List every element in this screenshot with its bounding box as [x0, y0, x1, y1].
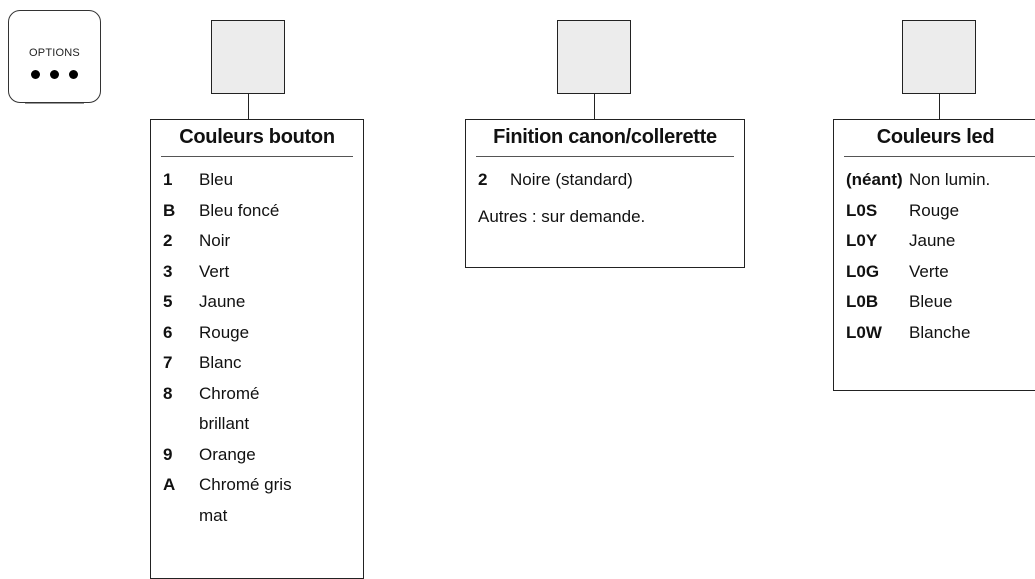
button-colors-title-rule — [161, 156, 353, 157]
item-label: Chromé gris — [199, 475, 292, 494]
item-code: 5 — [163, 292, 173, 311]
finish-title: Finition canon/collerette — [493, 126, 717, 148]
led-code-box — [902, 20, 976, 94]
item-label: Blanche — [909, 322, 971, 342]
item-code: L0S — [846, 200, 878, 220]
item-code: 2 — [163, 231, 173, 250]
item-label: Chromé — [199, 383, 260, 403]
list-item: B Bleu foncé — [151, 196, 363, 227]
item-label: Bleu foncé — [199, 200, 280, 220]
list-item: L0G Verte — [834, 257, 1035, 288]
list-item: 9 Orange — [151, 440, 363, 471]
list-item: L0B Bleue — [834, 287, 1035, 318]
list-item: 6 Rouge — [151, 318, 363, 349]
led-colors-title: Couleurs led — [876, 126, 995, 148]
item-code: 1 — [163, 170, 173, 189]
finish-note: Autres : sur demande. — [478, 206, 646, 226]
options-badge: OPTIONS — [8, 10, 101, 104]
item-code: L0Y — [846, 231, 878, 250]
item-label: Noire (standard) — [510, 170, 633, 189]
item-label: Noir — [199, 231, 231, 250]
list-item: (néant) Non lumin. — [834, 165, 1035, 196]
item-code: L0B — [846, 292, 879, 311]
button-colors-title: Couleurs bouton — [179, 126, 335, 148]
finish-panel: Finition canon/collerette 2 Noire (standa… — [465, 119, 745, 268]
item-code: 2 — [478, 170, 488, 189]
button-color-connector — [248, 94, 249, 119]
options-underline — [25, 103, 84, 104]
item-code: L0W — [846, 322, 882, 342]
list-item: A Chromé gris mat — [151, 470, 363, 531]
list-item: 3 Vert — [151, 257, 363, 288]
finish-connector — [594, 94, 595, 119]
item-label: Bleu — [199, 170, 234, 189]
list-item: 8 Chromé brillant — [151, 379, 363, 440]
list-item: 7 Blanc — [151, 348, 363, 379]
led-colors-title-rule — [844, 156, 1035, 157]
item-label: Vert — [199, 261, 230, 281]
item-label-continued: brillant — [199, 414, 250, 433]
item-label: Non lumin. — [909, 170, 991, 189]
list-item: L0S Rouge — [834, 196, 1035, 227]
item-label: Bleue — [909, 292, 953, 311]
item-label-continued: mat — [199, 505, 228, 525]
item-code: 6 — [163, 322, 173, 342]
options-dots-icon — [9, 66, 100, 84]
item-code: A — [163, 475, 176, 494]
item-code: 9 — [163, 444, 173, 464]
item-label: Rouge — [909, 200, 960, 220]
item-label: Jaune — [909, 231, 956, 250]
item-code: 3 — [163, 261, 173, 281]
list-item: 2 Noire (standard) — [466, 165, 744, 196]
finish-code-box — [557, 20, 631, 94]
item-code: 7 — [163, 353, 173, 372]
button-color-code-box — [211, 20, 285, 94]
item-code: B — [163, 200, 176, 220]
list-item: L0W Blanche — [834, 318, 1035, 349]
list-item: 2 Noir — [151, 226, 363, 257]
list-item: 5 Jaune — [151, 287, 363, 318]
item-label: Rouge — [199, 322, 250, 342]
item-code: (néant) — [846, 170, 903, 189]
item-label: Verte — [909, 261, 949, 281]
item-code: 8 — [163, 383, 173, 403]
led-connector — [939, 94, 940, 119]
item-label: Blanc — [199, 353, 242, 372]
item-label: Jaune — [199, 292, 246, 311]
finish-title-rule — [476, 156, 734, 157]
list-item: 1 Bleu — [151, 165, 363, 196]
item-code: L0G — [846, 261, 880, 281]
options-label: OPTIONS — [29, 47, 80, 59]
list-item: L0Y Jaune — [834, 226, 1035, 257]
item-label: Orange — [199, 444, 256, 464]
